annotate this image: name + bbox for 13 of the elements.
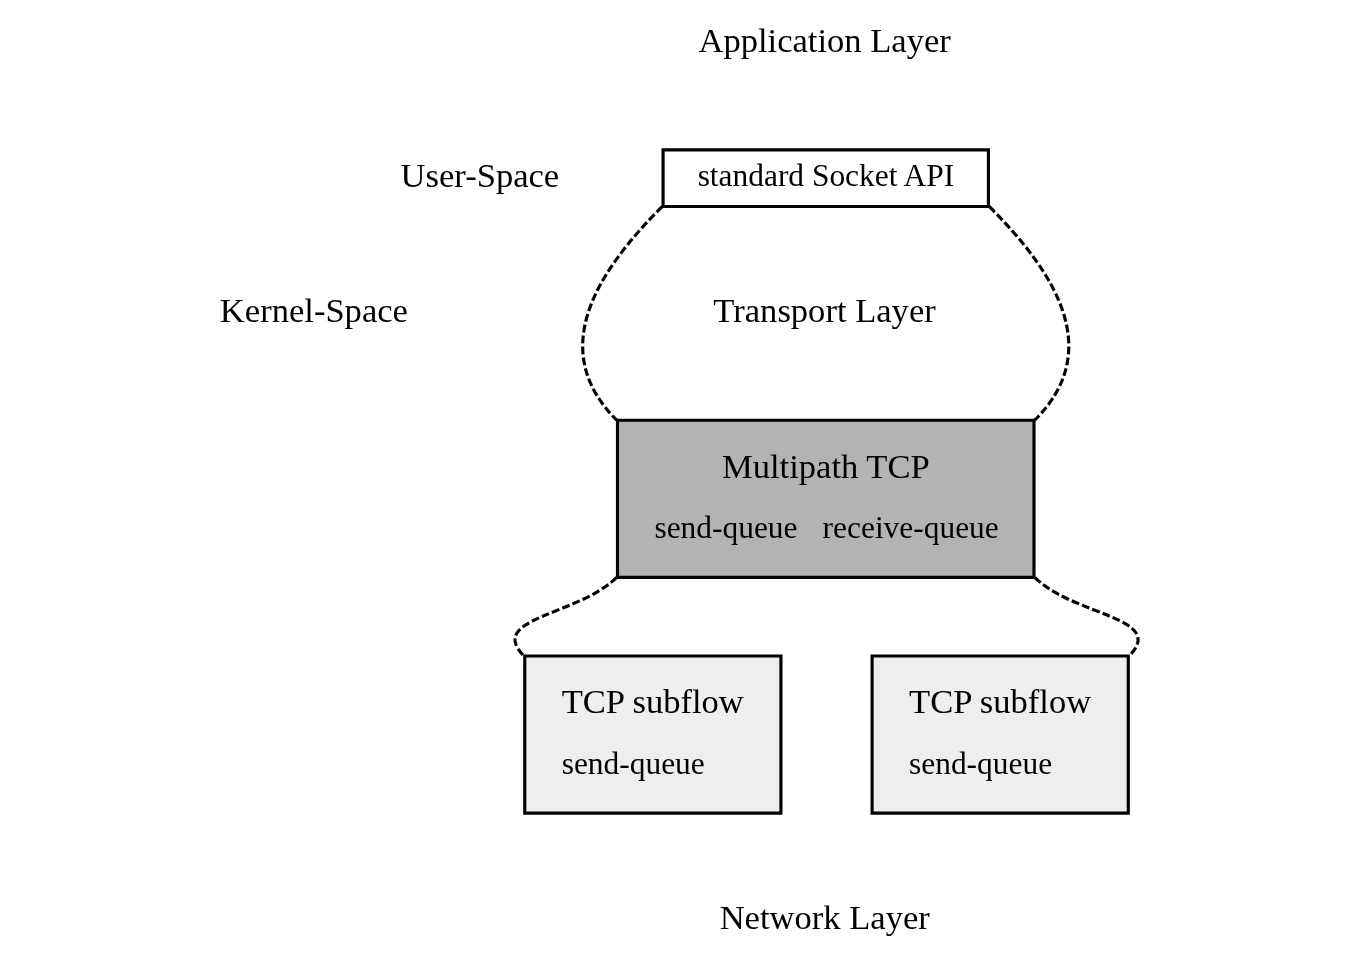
label: Application Layer: [698, 20, 951, 59]
label: Network Layer: [719, 897, 930, 936]
node-box: Multipath TCP send-queue receive-queue: [615, 418, 1036, 579]
connector: [513, 576, 618, 657]
label: Kernel-Space: [219, 291, 408, 330]
label: Transport Layer: [713, 291, 936, 330]
connector: [988, 205, 1071, 422]
node-box: standard Socket API: [661, 148, 990, 209]
connector: [581, 205, 664, 422]
label: User-Space: [400, 155, 560, 194]
node-box: TCP subflow send-queue: [523, 654, 783, 815]
connector: [1033, 576, 1140, 657]
node-box: TCP subflow send-queue: [870, 654, 1130, 815]
